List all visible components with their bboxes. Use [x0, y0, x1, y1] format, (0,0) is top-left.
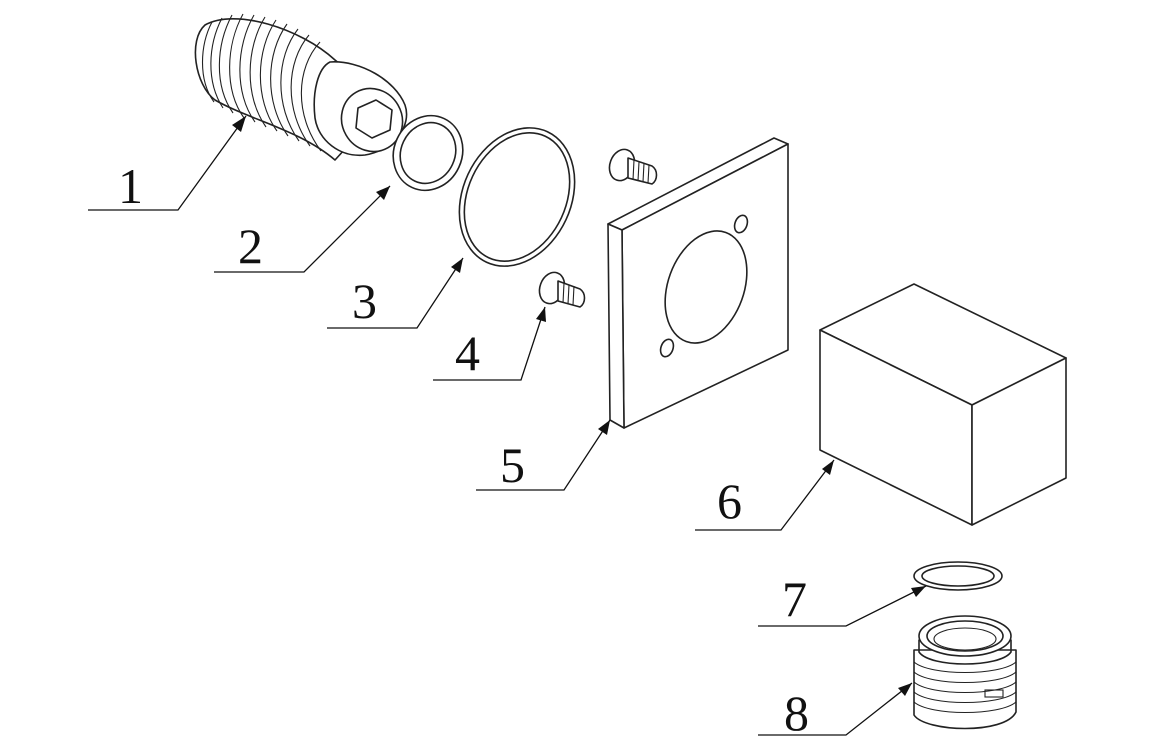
callout-8: 8	[758, 682, 913, 741]
callout-label-1: 1	[118, 158, 143, 214]
part-8-adapter-nipple	[913, 615, 1017, 730]
callout-6: 6	[695, 459, 835, 531]
callout-7: 7	[758, 571, 927, 627]
part-7-flat-washer	[913, 561, 1003, 591]
callout-5: 5	[476, 419, 611, 493]
part-6-cover-box	[819, 283, 1067, 526]
callout-label-8: 8	[784, 685, 809, 741]
part-2-washer	[392, 114, 464, 192]
callout-label-2: 2	[238, 218, 263, 274]
callout-label-6: 6	[717, 473, 742, 529]
part-3-o-ring	[458, 127, 576, 267]
callout-label-5: 5	[500, 437, 525, 493]
callout-label-7: 7	[782, 571, 807, 627]
callout-label-3: 3	[352, 273, 377, 329]
part-4-screws	[538, 148, 658, 308]
callout-3: 3	[327, 257, 464, 329]
callout-4: 4	[433, 306, 546, 381]
callout-2: 2	[214, 185, 391, 274]
part-5-mounting-plate	[607, 137, 789, 429]
part-1-threaded-body	[194, 13, 408, 161]
callout-1: 1	[88, 115, 247, 214]
callout-label-4: 4	[455, 325, 480, 381]
